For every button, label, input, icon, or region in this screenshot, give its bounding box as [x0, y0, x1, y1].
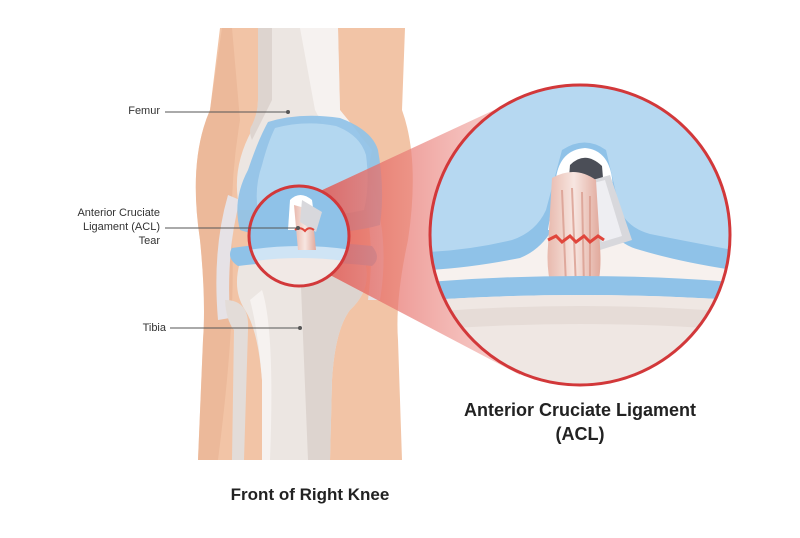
label-acl-tear: Anterior Cruciate Ligament (ACL) Tear [30, 206, 160, 248]
label-tibia: Tibia [142, 322, 166, 334]
acl-detail-small [247, 184, 351, 288]
leader-lines [165, 110, 302, 330]
main-caption: Front of Right Knee [230, 485, 390, 504]
zoom-caption-line1: Anterior Cruciate Ligament [463, 400, 697, 420]
label-acl-line3: Tear [138, 235, 160, 247]
zoom-caption-line2: (ACL) [555, 424, 605, 444]
acl-detail-zoom [428, 83, 732, 387]
zoom-caption: Anterior Cruciate Ligament (ACL) [430, 398, 730, 446]
label-acl-line1: Anterior Cruciate [77, 207, 160, 219]
label-acl-line2: Ligament (ACL) [82, 221, 160, 233]
tibia-bone [225, 258, 367, 460]
label-femur: Femur [128, 105, 160, 117]
